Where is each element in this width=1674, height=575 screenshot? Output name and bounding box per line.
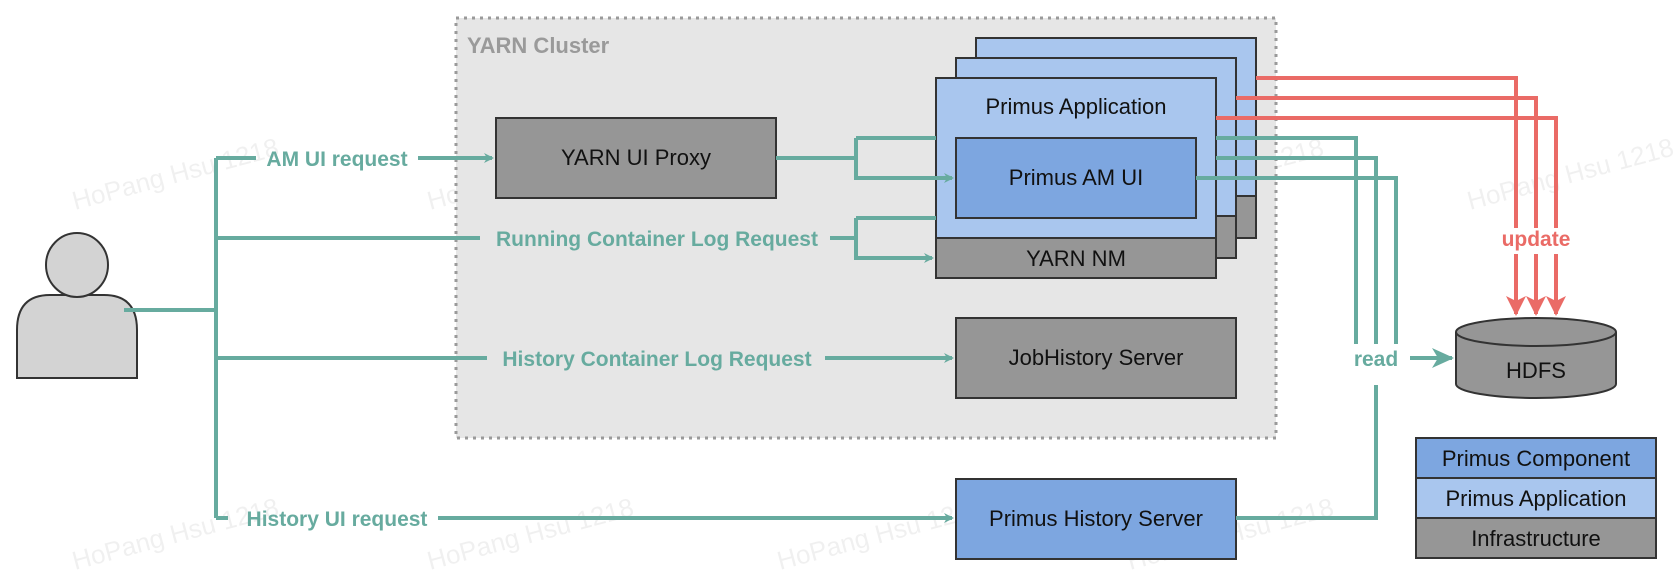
database-icon: [1455, 317, 1617, 399]
yarn-nm-label: YARN NM: [1026, 246, 1126, 271]
read-label-bg: [1348, 344, 1404, 372]
request-edges: [124, 136, 1454, 523]
jobhistory-server-label: JobHistory Server: [1009, 345, 1184, 370]
primus-application-label: Primus Application: [986, 94, 1167, 119]
yarn-ui-proxy-label: YARN UI Proxy: [561, 145, 711, 170]
hdfs-label: HDFS: [1506, 358, 1566, 383]
watermark: HoPang Hsu 1218: [69, 132, 282, 216]
primus-history-server-label: Primus History Server: [989, 506, 1203, 531]
user-icon: [16, 232, 138, 379]
watermark: HoPang Hsu 1218: [774, 492, 987, 575]
watermark: HoPang Hsu 1218: [424, 492, 637, 575]
legend: Primus Component Primus Application Infr…: [1415, 437, 1657, 559]
running-container-log-request-label: Running Container Log Request: [496, 228, 818, 251]
watermark: HoPang Hsu 1218: [1464, 132, 1674, 216]
history-container-log-request-label: History Container Log Request: [502, 348, 811, 371]
primus-am-ui-label: Primus AM UI: [1009, 165, 1143, 190]
yarn-ui-proxy-box: [495, 117, 777, 199]
read-label: read: [1354, 348, 1398, 371]
yarn-nm-box: [935, 237, 1217, 279]
legend-label-primus-component: Primus Component: [1442, 446, 1630, 471]
update-edges: [1216, 76, 1566, 316]
yarn-cluster-title: YARN Cluster: [467, 33, 610, 58]
primus-history-server-box: [955, 478, 1237, 560]
legend-label-primus-application: Primus Application: [1446, 486, 1627, 511]
legend-swatch-primus-application: [1415, 477, 1657, 519]
legend-swatch-primus-component: [1415, 437, 1657, 479]
primus-am-ui-box: [955, 137, 1197, 219]
legend-label-infrastructure: Infrastructure: [1471, 526, 1601, 551]
am-ui-request-label: AM UI request: [266, 148, 407, 171]
update-label: update: [1502, 228, 1571, 251]
jobhistory-server-box: [955, 317, 1237, 399]
watermark: HoPang Hsu 1218: [69, 492, 282, 575]
history-ui-request-label: History UI request: [247, 508, 428, 531]
legend-swatch-infrastructure: [1415, 517, 1657, 559]
